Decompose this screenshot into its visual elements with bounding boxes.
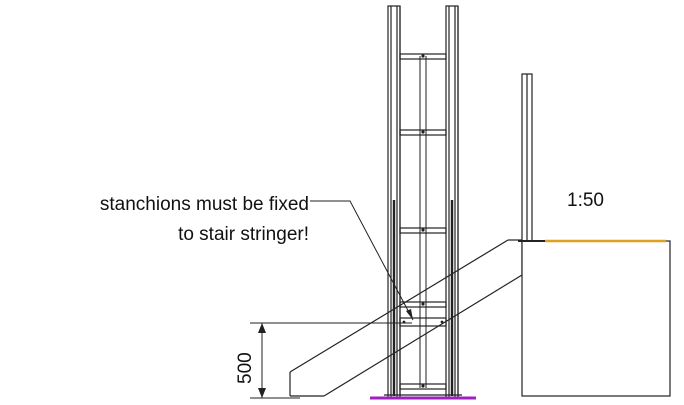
rails: [399, 53, 447, 390]
annotation-leader: [310, 200, 414, 321]
bolts: [402, 54, 444, 388]
annotation-line-1: stanchions must be fixed: [100, 194, 309, 215]
dimension-label: 500: [235, 352, 256, 384]
platform-post: [518, 73, 545, 242]
scale-label: 1:50: [567, 190, 604, 211]
annotation-arrow: [406, 309, 413, 320]
annotation-line-2: to stair stringer!: [178, 224, 309, 245]
stanchion-side-plates: [392, 200, 454, 396]
dimension-arrow-top: [258, 323, 266, 333]
dimension: [250, 322, 412, 399]
center-rods: [419, 56, 427, 388]
dimension-arrow-bottom: [258, 388, 266, 398]
platform: [521, 240, 671, 397]
